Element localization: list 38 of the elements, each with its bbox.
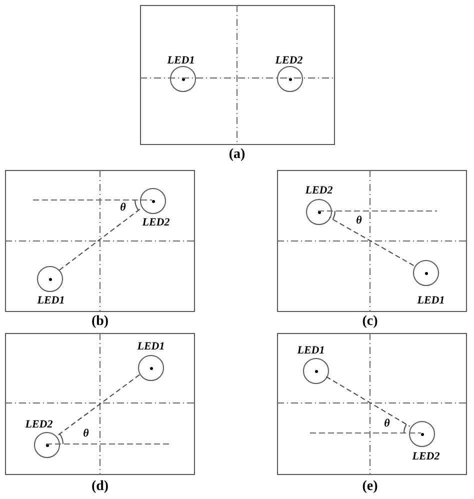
led-label: LED1 [167,56,195,66]
panel-caption: (b) [91,315,109,329]
panel-caption: (d) [91,480,109,494]
led-label: LED2 [305,186,333,196]
connecting-line [326,376,410,427]
angle-label: θ [384,418,390,430]
angle-label: θ [83,428,89,440]
led-label: LED2 [275,56,303,66]
angle-label: θ [356,216,362,226]
led-label: LED1 [417,296,445,306]
led-circle [277,66,303,92]
panel-frame [277,170,467,312]
led-circle [306,199,332,225]
led-label: LED1 [37,296,65,306]
led-label: LED1 [137,342,165,352]
led-circle [409,421,435,447]
led-label: LED2 [25,420,53,430]
led-circle [140,188,166,214]
panel-caption: (c) [362,315,378,329]
led-label: LED2 [142,218,170,228]
connecting-line [58,207,142,271]
led-circle [37,266,63,292]
panel-frame [5,170,195,312]
led-circle [413,260,439,286]
panel-frame [5,333,195,475]
panel-frame [277,333,467,475]
led-label: LED1 [297,346,325,356]
led-circle [170,66,196,92]
led-label: LED2 [412,452,440,462]
angle-label: θ [120,202,126,214]
panel-caption: (e) [362,480,378,494]
led-circle [34,432,60,458]
panel-caption: (a) [228,148,246,162]
led-circle [138,355,164,381]
panel-frame [140,5,335,145]
connecting-line [56,374,140,437]
connecting-line [328,216,414,266]
led-circle [303,358,329,384]
